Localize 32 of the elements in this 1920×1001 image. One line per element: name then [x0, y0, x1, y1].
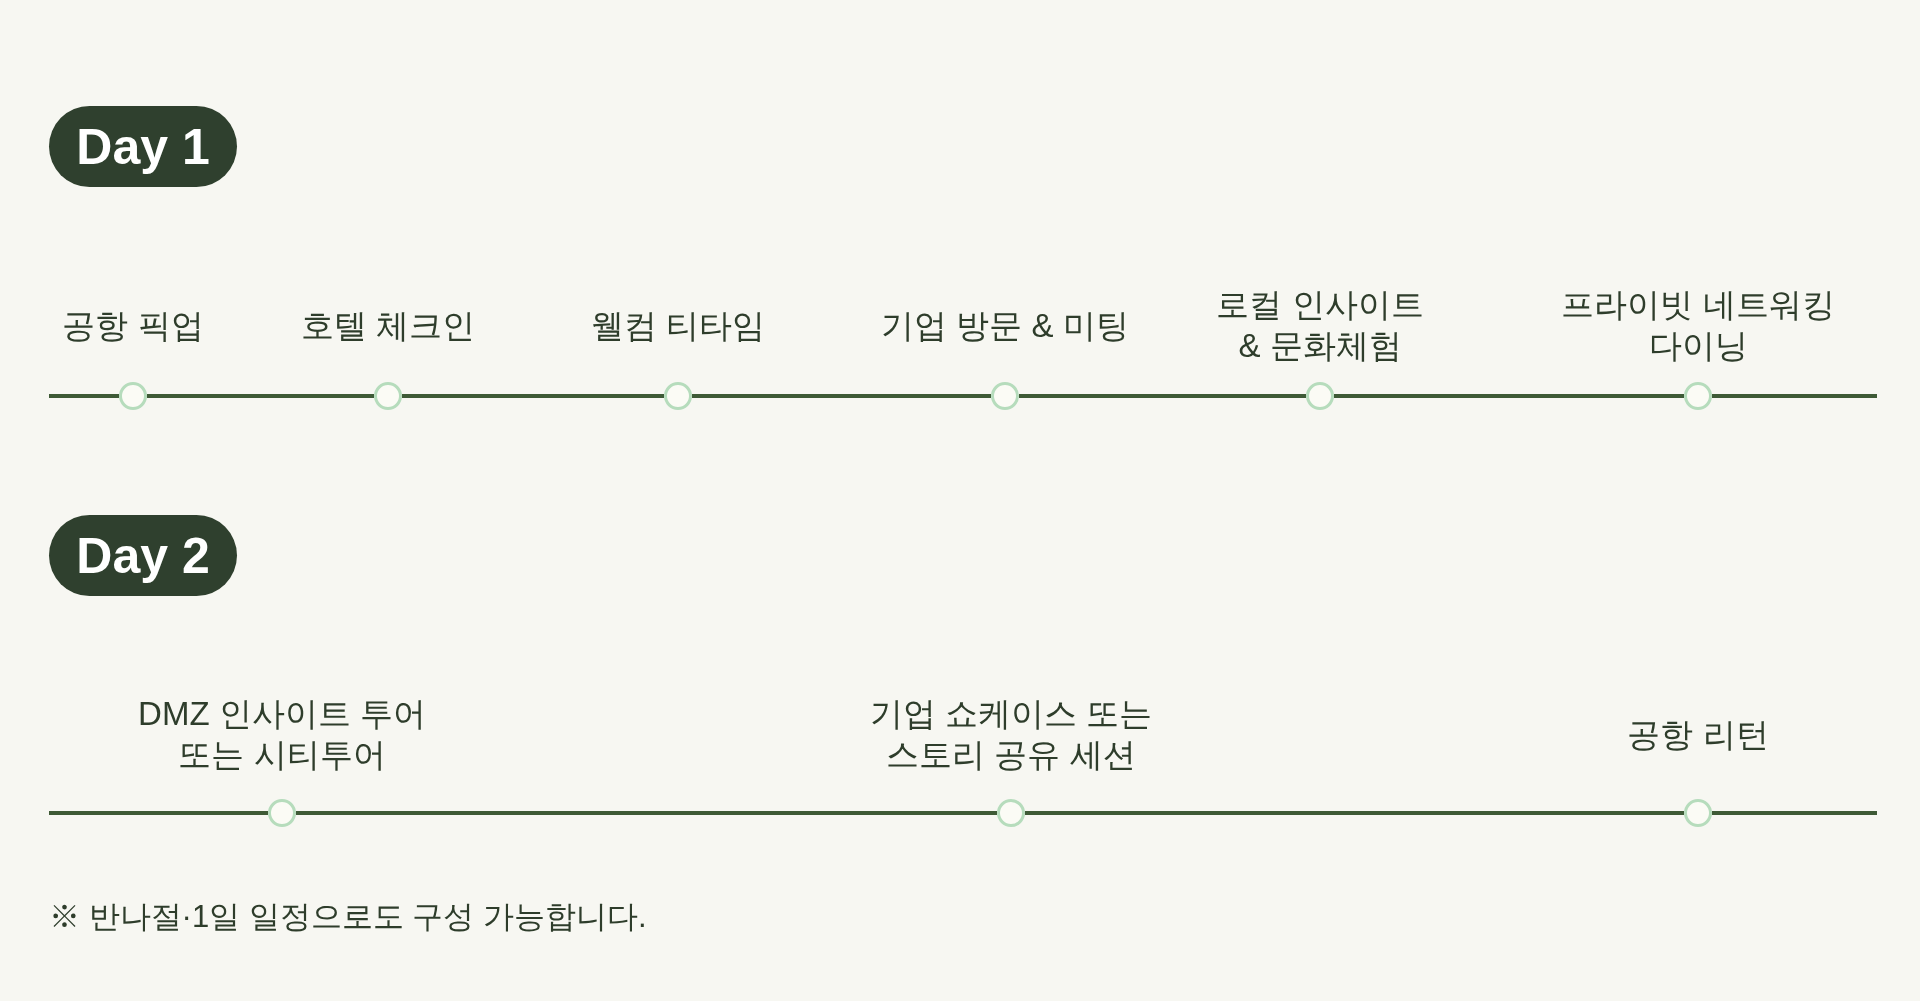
timeline-stop-dot [997, 799, 1025, 827]
timeline-line [296, 811, 997, 815]
stop-label: 로컬 인사이트 & 문화체험 [1215, 285, 1425, 366]
timeline-stop-dot [1684, 382, 1712, 410]
timeline-line [49, 394, 119, 398]
timeline-line [1019, 394, 1306, 398]
timeline-stop-dot [664, 382, 692, 410]
timeline-stop-dot [1306, 382, 1334, 410]
timeline-stop-dot [991, 382, 1019, 410]
stop-label: 웰컴 티타임 [589, 305, 767, 346]
stop-label: 공항 픽업 [61, 305, 205, 346]
stop-label: 프라이빗 네트워킹 다이닝 [1560, 285, 1836, 366]
day-heading: Day 2 [76, 530, 210, 581]
timeline-line [1025, 811, 1684, 815]
stop-label: 기업 쇼케이스 또는 스토리 공유 세션 [868, 694, 1154, 775]
timeline-line [1334, 394, 1684, 398]
stop-label: 공항 리턴 [1626, 714, 1770, 755]
timeline-line [1712, 811, 1877, 815]
stop-label: 호텔 체크인 [299, 305, 477, 346]
stop-label: DMZ 인사이트 투어 또는 시티투어 [137, 694, 427, 775]
timeline-stop-dot [374, 382, 402, 410]
timeline-line [49, 811, 268, 815]
timeline-stop-dot [119, 382, 147, 410]
timeline-line [692, 394, 991, 398]
day-heading: Day 1 [76, 121, 210, 172]
footnote: ※ 반나절·1일 일정으로도 구성 가능합니다. [49, 898, 647, 936]
timeline-line [147, 394, 374, 398]
timeline-line [1712, 394, 1877, 398]
stop-label: 기업 방문 & 미팅 [880, 305, 1130, 346]
timeline-stop-dot [268, 799, 296, 827]
timeline-stop-dot [1684, 799, 1712, 827]
timeline-line [402, 394, 664, 398]
